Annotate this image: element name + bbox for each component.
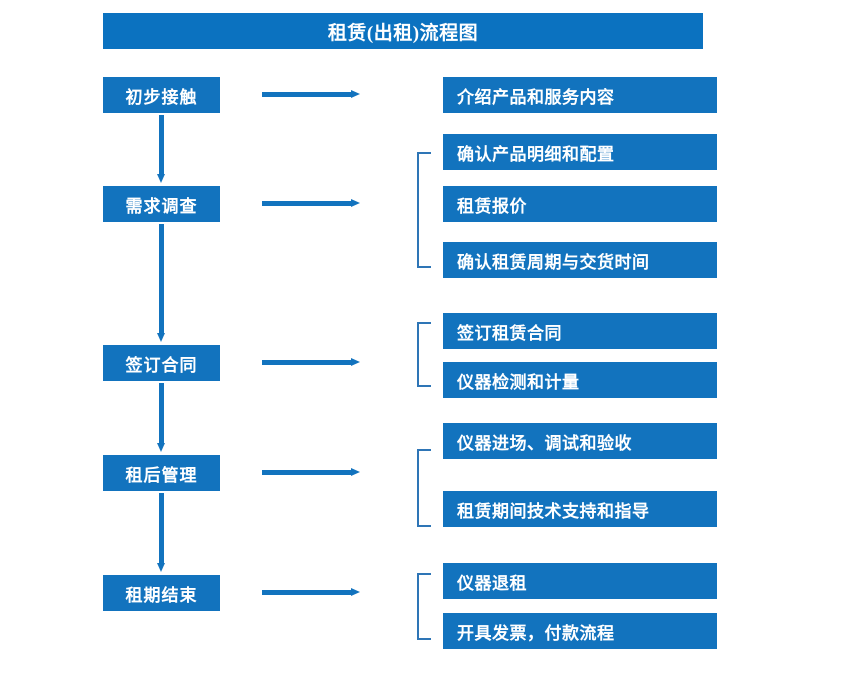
detail-box-rental-quotation[interactable]: 租赁报价 — [443, 186, 717, 222]
diagram-title: 租赁(出租)流程图 — [103, 13, 703, 49]
detail-box-instrument-return[interactable]: 仪器退租 — [443, 563, 717, 599]
detail-arrow-right-5 — [262, 588, 360, 597]
detail-arrow-right-3 — [262, 358, 360, 367]
detail-box-confirm-rental-period-delivery[interactable]: 确认租赁周期与交货时间 — [443, 242, 717, 278]
detail-box-technical-support-guidance[interactable]: 租赁期间技术支持和指导 — [443, 491, 717, 527]
stage-box-sign-contract[interactable]: 签订合同 — [103, 345, 220, 381]
flow-arrow-down-4 — [157, 493, 166, 572]
detail-arrow-right-1 — [262, 90, 360, 99]
stage-box-needs-survey[interactable]: 需求调查 — [103, 186, 220, 222]
detail-box-instrument-inspection-metering[interactable]: 仪器检测和计量 — [443, 362, 717, 398]
detail-arrow-right-4 — [262, 468, 360, 477]
detail-arrow-right-2 — [262, 199, 360, 208]
detail-box-introduce-products-services[interactable]: 介绍产品和服务内容 — [443, 77, 717, 113]
group-bracket-needs-survey — [417, 152, 431, 268]
stage-box-rental-end[interactable]: 租期结束 — [103, 575, 220, 611]
detail-box-confirm-product-details-config[interactable]: 确认产品明细和配置 — [443, 134, 717, 170]
detail-box-invoice-payment-process[interactable]: 开具发票，付款流程 — [443, 613, 717, 649]
stage-box-initial-contact[interactable]: 初步接触 — [103, 77, 220, 113]
flow-arrow-down-2 — [157, 224, 166, 342]
flow-arrow-down-3 — [157, 383, 166, 452]
stage-box-post-rental-management[interactable]: 租后管理 — [103, 455, 220, 491]
group-bracket-rental-end — [417, 573, 431, 640]
detail-box-sign-rental-contract[interactable]: 签订租赁合同 — [443, 313, 717, 349]
group-bracket-post-rental-management — [417, 449, 431, 527]
group-bracket-sign-contract — [417, 322, 431, 387]
detail-box-instrument-entry-debug-acceptance[interactable]: 仪器进场、调试和验收 — [443, 423, 717, 459]
flow-arrow-down-1 — [157, 115, 166, 183]
